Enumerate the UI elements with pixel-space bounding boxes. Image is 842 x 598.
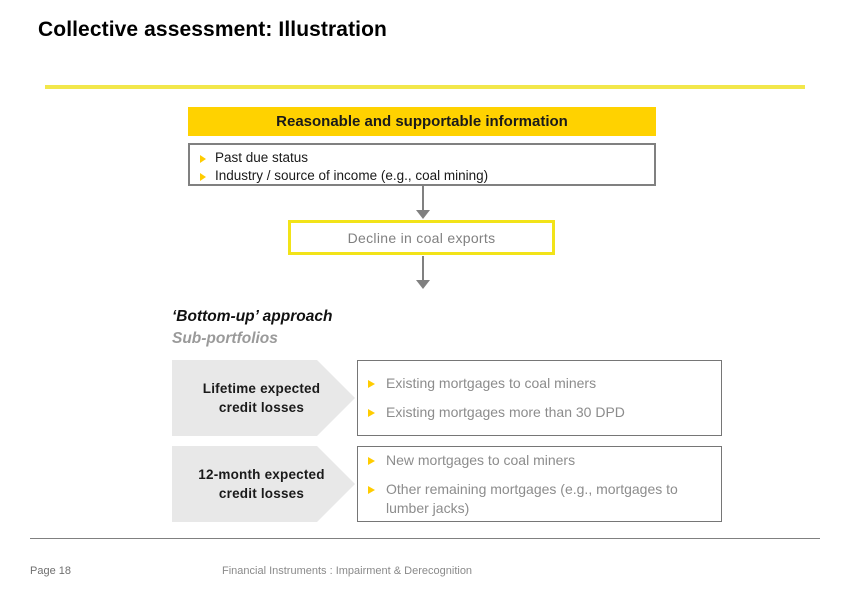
triangle-bullet-icon <box>368 485 375 494</box>
reasonable-information-banner: Reasonable and supportable information <box>188 107 656 136</box>
triangle-bullet-icon <box>368 380 375 388</box>
triangle-bullet-icon <box>200 155 206 163</box>
stage-label: Lifetime expected credit losses <box>202 381 321 415</box>
arrow-shaft <box>422 256 424 280</box>
list-item-label: New mortgages to coal miners <box>386 451 576 468</box>
list-item: Existing mortgages more than 30 DPD <box>368 403 713 422</box>
approach-heading: ‘Bottom-up’ approach <box>172 308 333 325</box>
triangle-bullet-icon <box>200 173 206 181</box>
list-item: New mortgages to coal miners <box>368 451 713 470</box>
page-number: Page 18 <box>30 565 71 577</box>
event-label: Decline in coal exports <box>347 229 496 246</box>
list-item: Other remaining mortgages (e.g., mortgag… <box>368 480 713 518</box>
arrow-head <box>416 210 430 219</box>
stage-chevron: Lifetime expected credit losses <box>172 360 355 436</box>
approach-subheading: Sub-portfolios <box>172 330 278 347</box>
list-item-label: Other remaining mortgages (e.g., mortgag… <box>386 480 678 516</box>
banner-label: Reasonable and supportable information <box>276 113 568 130</box>
stage-label: 12-month expected credit losses <box>198 467 325 501</box>
criteria-box: Past due status Industry / source of inc… <box>188 143 656 186</box>
criteria-item-label: Industry / source of income (e.g., coal … <box>215 168 489 183</box>
list-item-label: Existing mortgages to coal miners <box>386 375 597 391</box>
footer-title: Financial Instruments : Impairment & Der… <box>222 565 473 577</box>
page-title: Collective assessment: Illustration <box>38 18 387 41</box>
down-arrow-icon <box>416 186 430 219</box>
down-arrow-icon <box>416 256 430 289</box>
footer-divider-rule <box>30 538 820 539</box>
arrow-shaft <box>422 186 424 210</box>
criteria-item: Past due status <box>190 149 654 166</box>
event-box: Decline in coal exports <box>288 220 555 255</box>
portfolio-row: Lifetime expected credit losses Existing… <box>172 360 722 436</box>
portfolio-row: 12-month expected credit losses New mort… <box>172 446 722 522</box>
criteria-item: Industry / source of income (e.g., coal … <box>190 167 654 184</box>
triangle-bullet-icon <box>368 456 375 465</box>
portfolio-items-box: Existing mortgages to coal miners Existi… <box>357 360 722 436</box>
title-divider-rule <box>45 85 805 89</box>
criteria-item-label: Past due status <box>215 150 309 165</box>
triangle-bullet-icon <box>368 409 375 417</box>
portfolio-items-box: New mortgages to coal miners Other remai… <box>357 446 722 522</box>
stage-chevron: 12-month expected credit losses <box>172 446 355 522</box>
list-item: Existing mortgages to coal miners <box>368 374 713 393</box>
list-item-label: Existing mortgages more than 30 DPD <box>386 404 625 420</box>
arrow-head <box>416 280 430 289</box>
